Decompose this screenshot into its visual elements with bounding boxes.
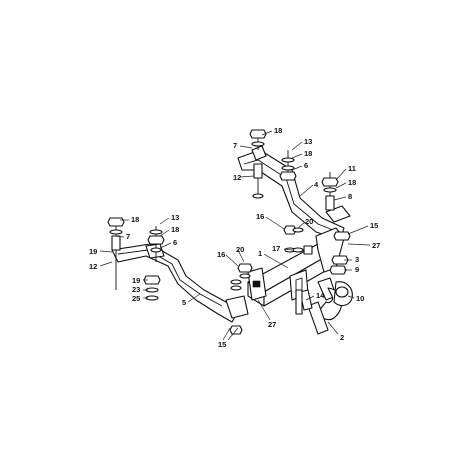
callout-1: 1 [258, 249, 262, 258]
callout-18: 18 [348, 178, 356, 187]
callout-6: 6 [173, 238, 177, 247]
callout-labels: 18 13 7 18 6 12 4 11 18 8 16 20 15 27 18… [89, 126, 380, 349]
right-bolt-stacks [249, 129, 339, 211]
callout-2: 2 [340, 333, 344, 342]
callout-7: 7 [233, 141, 237, 150]
callout-5: 5 [182, 298, 186, 307]
callout-8: 8 [348, 192, 352, 201]
callout-19: 19 [132, 276, 140, 285]
callout-18: 18 [131, 215, 139, 224]
callout-18: 18 [171, 225, 179, 234]
callout-13: 13 [171, 213, 179, 222]
leader-lines [99, 130, 371, 341]
left-side-bracket [111, 243, 249, 323]
callout-15: 15 [218, 340, 226, 349]
callout-13: 13 [304, 137, 312, 146]
callout-25: 25 [132, 294, 140, 303]
callout-11: 11 [348, 164, 356, 173]
callout-17: 17 [272, 244, 280, 253]
callout-20: 20 [305, 217, 313, 226]
callout-23: 23 [132, 285, 140, 294]
callout-19: 19 [89, 247, 97, 256]
callout-27: 27 [372, 241, 380, 250]
callout-9: 9 [355, 265, 359, 274]
callout-4: 4 [314, 180, 319, 189]
callout-14: 14 [316, 291, 325, 300]
callout-20: 20 [236, 245, 244, 254]
callout-27: 27 [268, 320, 276, 329]
callout-10: 10 [356, 294, 364, 303]
callout-15: 15 [370, 221, 378, 230]
callout-3: 3 [355, 255, 359, 264]
callout-16: 16 [217, 250, 225, 259]
callout-18: 18 [304, 149, 312, 158]
callout-6: 6 [304, 161, 308, 170]
callout-18: 18 [274, 126, 282, 135]
callout-7: 7 [126, 232, 130, 241]
callout-12: 12 [89, 262, 97, 271]
callout-12: 12 [233, 173, 241, 182]
tow-ball-assembly [295, 277, 353, 335]
callout-16: 16 [256, 212, 264, 221]
